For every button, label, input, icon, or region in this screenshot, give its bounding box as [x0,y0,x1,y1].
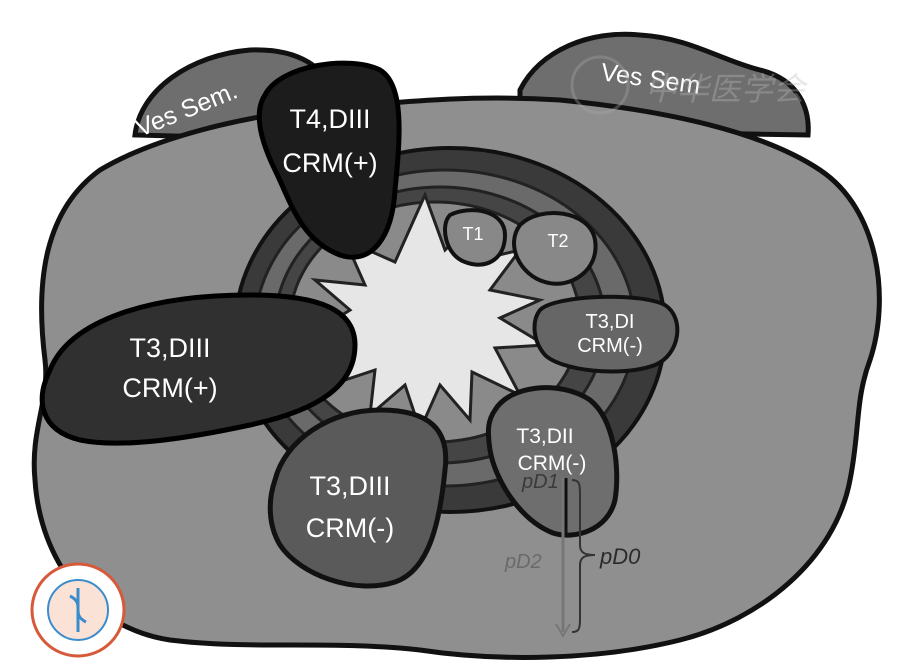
watermark-text: 中华医学会 [645,71,808,107]
tumor-t3-dii [485,385,620,538]
tumor-t3-di [532,294,680,374]
t3-di-crm-label: CRM(-) [577,335,643,357]
t3-dii-stage-label: T3,DII [516,425,573,448]
t3-diii-neg-crm-label: CRM(-) [306,513,394,543]
t1-label: T1 [462,224,483,244]
t3-di-stage-label: T3,DI [586,311,635,333]
t3-dii-crm-label: CRM(-) [518,452,587,475]
t3-diii-neg-stage-label: T3,DIII [309,471,390,501]
tumor-t2 [512,211,598,286]
pd1-label: pD1 [521,471,559,493]
tumor-t3-diii-crm-neg [267,407,449,589]
pd2-arrowhead [555,623,571,638]
t4-crm-label: CRM(+) [282,148,377,178]
pd0-brace [571,479,596,633]
t2-label: T2 [547,231,568,251]
tumor-t1 [443,208,508,267]
tumor-t4-diii [256,60,402,260]
t3-diii-pos-stage-label: T3,DIII [129,333,210,363]
t4-stage-label: T4,DIII [289,104,370,134]
watermark: 中华医学会 [570,55,808,115]
pd2-label: pD2 [504,551,542,573]
watermark-seal [570,55,630,115]
tumor-t3-diii-crm-pos [39,292,358,446]
cma-logo [30,562,126,658]
t3-diii-pos-crm-label: CRM(+) [122,373,217,403]
pd0-label: pD0 [599,544,641,569]
